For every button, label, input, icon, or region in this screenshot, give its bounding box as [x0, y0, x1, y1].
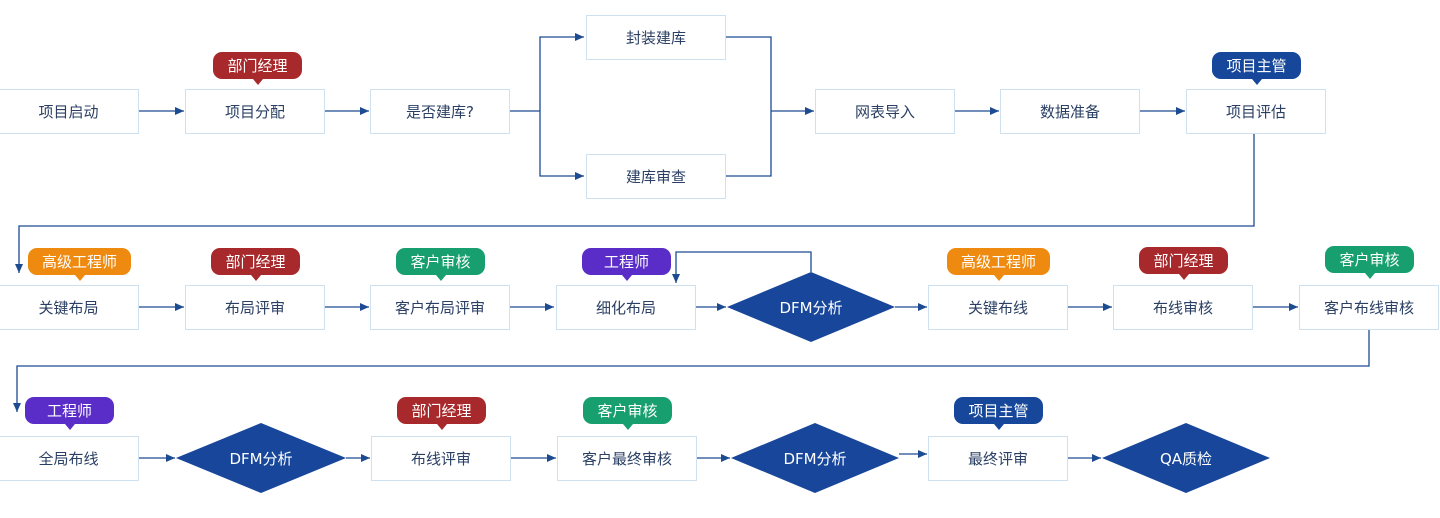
node-route-audit: 布线审核	[1113, 285, 1253, 330]
node-assign: 项目分配	[185, 89, 325, 134]
node-start: 项目启动	[0, 89, 139, 134]
tag-project-supervisor: 项目主管	[954, 397, 1043, 424]
tag-senior-engineer: 高级工程师	[947, 248, 1050, 275]
node-refine-layout: 细化布局	[556, 285, 696, 330]
tag-customer-audit: 客户审核	[1325, 246, 1414, 273]
tag-engineer: 工程师	[582, 248, 671, 275]
diamond-dfm-2	[176, 423, 346, 493]
tag-customer-audit: 客户审核	[583, 397, 672, 424]
node-lib-review: 建库审查	[586, 154, 726, 199]
tag-dept-manager: 部门经理	[211, 248, 300, 275]
node-key-layout: 关键布局	[0, 285, 139, 330]
tag-project-supervisor: 项目主管	[1212, 52, 1301, 79]
diamond-qa	[1102, 423, 1270, 493]
node-need-lib: 是否建库?	[370, 89, 510, 134]
tag-engineer: 工程师	[25, 397, 114, 424]
node-data-prep: 数据准备	[1000, 89, 1140, 134]
tag-dept-manager: 部门经理	[397, 397, 486, 424]
node-cust-layout-review: 客户布局评审	[370, 285, 510, 330]
tag-senior-engineer: 高级工程师	[28, 248, 131, 275]
tag-dept-manager: 部门经理	[213, 52, 302, 79]
node-cust-final: 客户最终审核	[557, 436, 697, 481]
node-final-review: 最终评审	[928, 436, 1068, 481]
diamond-dfm-3	[731, 423, 899, 493]
node-global-route: 全局布线	[0, 436, 139, 481]
tag-customer-audit: 客户审核	[396, 248, 485, 275]
node-proj-eval: 项目评估	[1186, 89, 1326, 134]
node-key-route: 关键布线	[928, 285, 1068, 330]
node-route-review: 布线评审	[371, 436, 511, 481]
node-layout-review: 布局评审	[185, 285, 325, 330]
node-pkg-lib: 封装建库	[586, 15, 726, 60]
node-cust-route-audit: 客户布线审核	[1299, 285, 1439, 330]
node-netlist: 网表导入	[815, 89, 955, 134]
diamond-dfm-1	[727, 272, 895, 342]
tag-dept-manager: 部门经理	[1139, 247, 1228, 274]
